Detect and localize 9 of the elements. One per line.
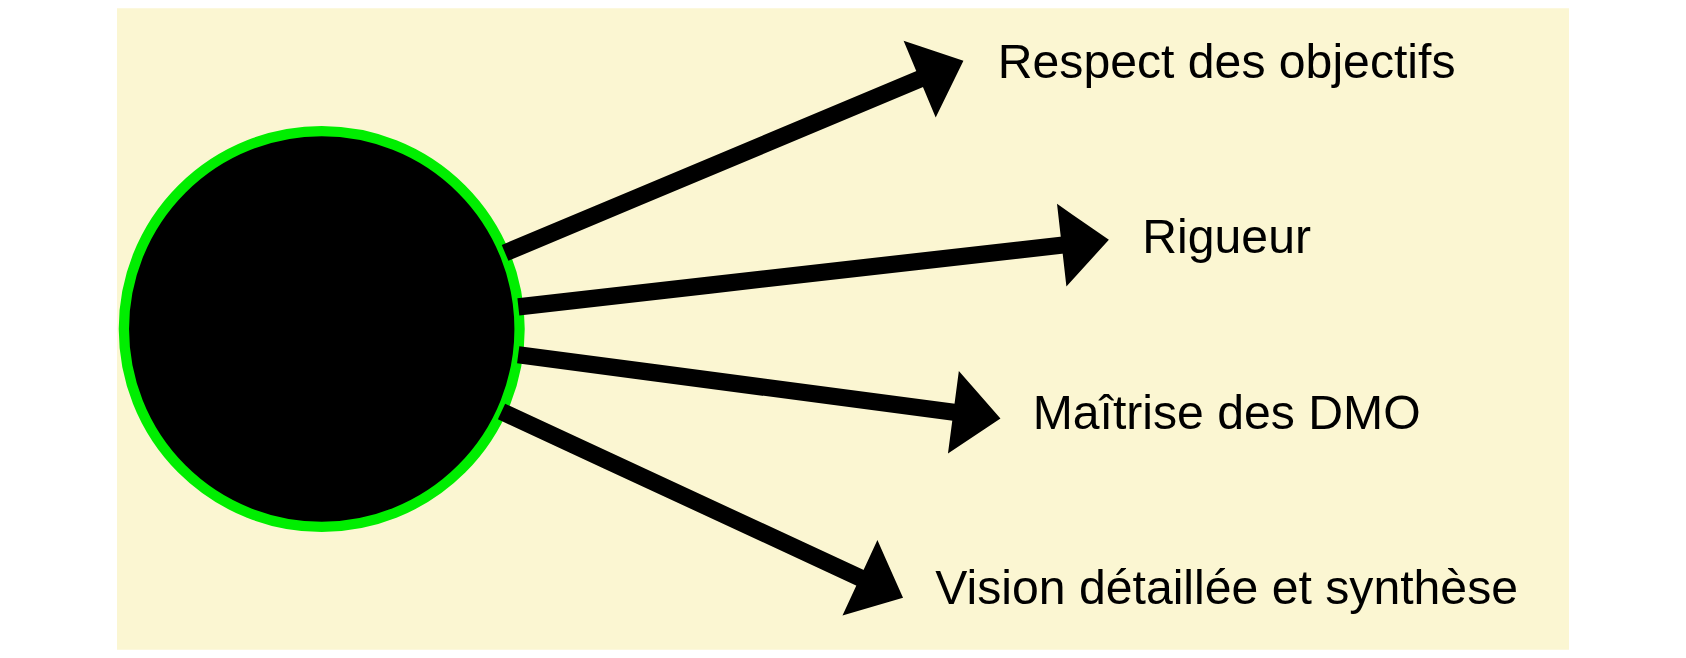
node-circle <box>118 126 525 532</box>
node-text: Respect des objectifs <box>997 33 1456 88</box>
arrow <box>517 346 1001 454</box>
node-text: Rigueur <box>1142 209 1311 264</box>
arrow <box>517 203 1109 316</box>
arrow <box>497 403 903 616</box>
arrow <box>501 40 964 261</box>
node-text: Maîtrise des DMO <box>1032 384 1421 439</box>
node-text: Vision détaillée et synthèse <box>935 560 1518 615</box>
